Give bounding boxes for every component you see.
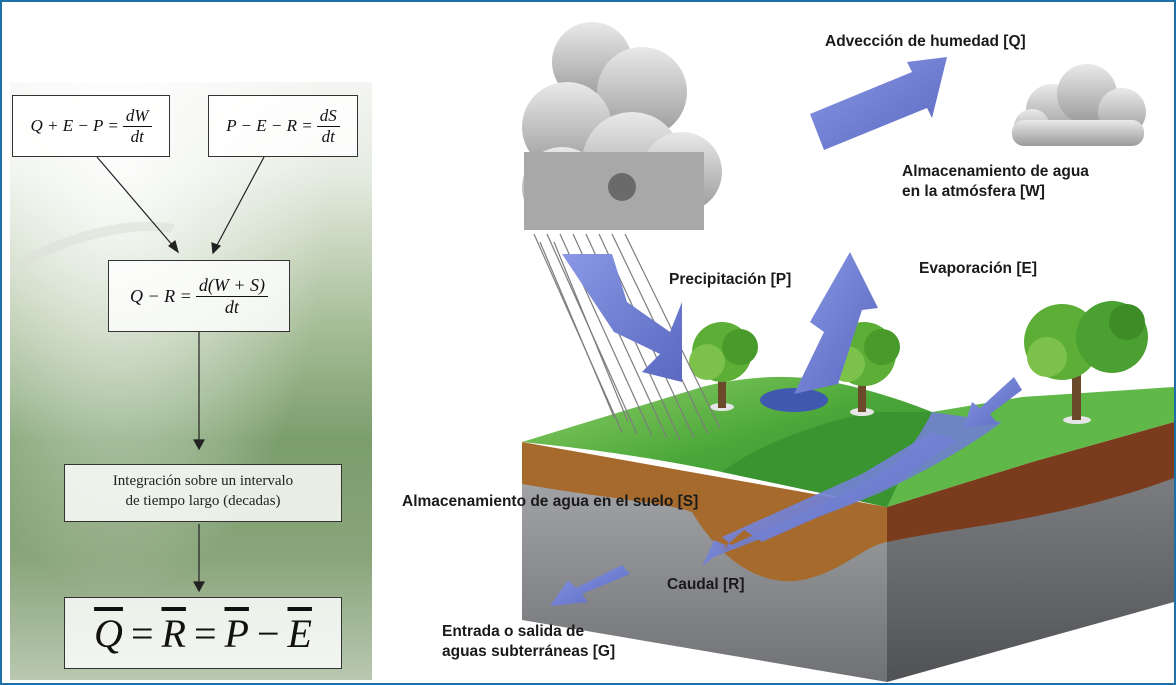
mean-e: E bbox=[287, 610, 312, 656]
combined-balance-equation: Q − R = d(W + S) dt bbox=[108, 260, 290, 332]
combined-fraction: d(W + S) dt bbox=[195, 275, 268, 317]
label-groundwater: Entrada o salida de aguas subterráneas [… bbox=[442, 622, 615, 662]
atmosphere-denominator: dt bbox=[130, 126, 144, 146]
arrow-atmosphere-to-combined bbox=[96, 156, 175, 248]
long-term-balance-equation: Q = R = P − E bbox=[64, 597, 342, 669]
soil-layer-side bbox=[887, 422, 1174, 542]
integration-note-line1: Integración sobre un intervalo bbox=[112, 473, 294, 489]
mean-q: Q bbox=[94, 610, 123, 656]
atmosphere-equation-lhs: Q + E − P = bbox=[30, 116, 119, 135]
surface-denominator: dt bbox=[321, 126, 335, 146]
surface-numerator: dS bbox=[316, 106, 340, 127]
mean-r: R bbox=[161, 610, 186, 656]
forest-background-panel bbox=[10, 82, 372, 680]
tree-left bbox=[689, 322, 758, 411]
integration-note-line2: de tiempo largo (decadas) bbox=[125, 493, 281, 509]
atmosphere-balance-equation: Q + E − P = dW dt bbox=[12, 95, 170, 157]
surface-balance-equation: P − E − R = dS dt bbox=[208, 95, 358, 157]
tree-right-pair bbox=[1024, 301, 1148, 424]
combined-denominator: dt bbox=[224, 296, 239, 317]
label-groundwater-line1: Entrada o salida de bbox=[442, 623, 585, 640]
advection-arrow bbox=[810, 57, 947, 150]
soil-layer-front bbox=[522, 442, 887, 582]
atmosphere-fraction: dW dt bbox=[122, 106, 152, 146]
mean-p: P bbox=[224, 610, 249, 656]
equals-sign-2: = bbox=[193, 610, 217, 656]
surface-fraction: dS dt bbox=[316, 106, 340, 146]
label-atmospheric-storage: Almacenamiento de agua en la atmósfera [… bbox=[902, 162, 1089, 202]
label-runoff: Caudal [R] bbox=[667, 576, 745, 593]
label-groundwater-line2: aguas subterráneas [G] bbox=[442, 643, 616, 660]
evaporation-arrow bbox=[794, 252, 878, 394]
groundwater-arrow bbox=[550, 565, 630, 606]
label-evaporation: Evaporación [E] bbox=[919, 260, 1037, 277]
equation-flow-arrows bbox=[96, 156, 265, 593]
streamflow-arrow bbox=[702, 432, 957, 567]
label-atmospheric-storage-line2: en la atmósfera [W] bbox=[902, 183, 1045, 200]
runoff-inflow-arrow bbox=[964, 377, 1022, 427]
surface-equation-lhs: P − E − R = bbox=[226, 116, 313, 135]
fair-weather-cloud bbox=[1012, 64, 1146, 146]
storm-cloud bbox=[522, 22, 722, 230]
combined-equation-lhs: Q − R = bbox=[130, 285, 192, 306]
precipitation-arrow bbox=[562, 254, 682, 382]
label-soil-storage: Almacenamiento de agua en el suelo [S] bbox=[402, 493, 699, 510]
pond bbox=[760, 388, 828, 412]
minus-sign: − bbox=[256, 610, 280, 656]
atmosphere-numerator: dW bbox=[122, 106, 152, 127]
integration-note: Integración sobre un intervalo de tiempo… bbox=[64, 464, 342, 522]
label-atmospheric-storage-line1: Almacenamiento de agua bbox=[902, 163, 1089, 180]
combined-numerator: d(W + S) bbox=[195, 275, 268, 297]
label-advection: Advección de humedad [Q] bbox=[825, 33, 1026, 50]
sky-haze bbox=[10, 82, 372, 680]
equals-sign-1: = bbox=[130, 610, 154, 656]
arrow-surface-to-combined bbox=[215, 156, 265, 248]
label-precipitation: Precipitación [P] bbox=[669, 271, 792, 288]
